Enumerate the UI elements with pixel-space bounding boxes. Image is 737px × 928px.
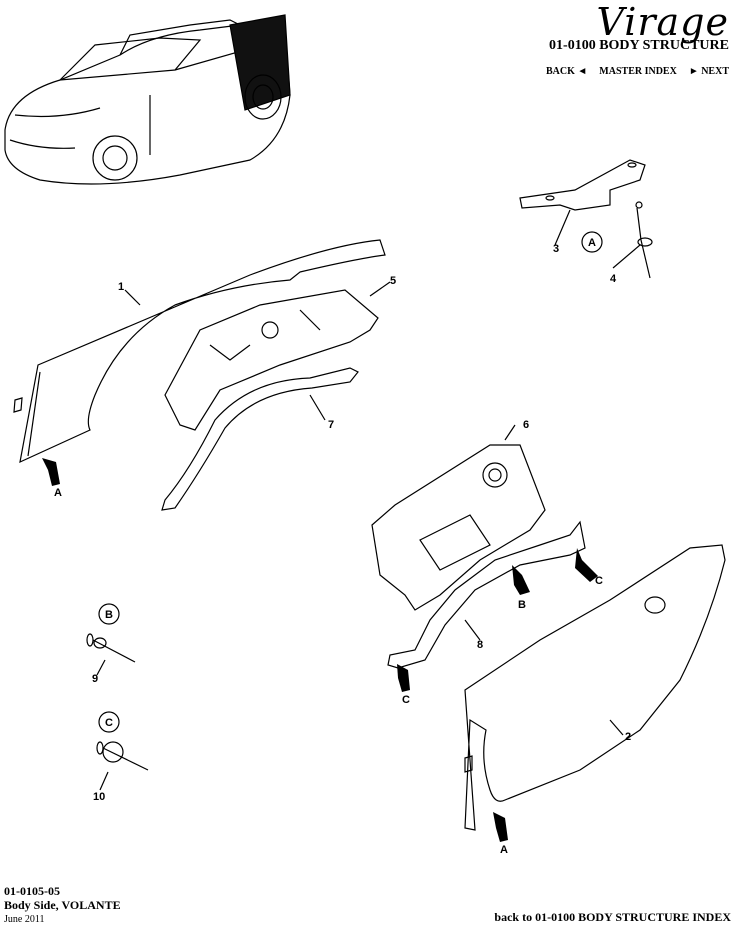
part-6-rear-inner — [371, 444, 546, 611]
arrow-c-top — [575, 548, 598, 582]
section-title: 01-0100 BODY STRUCTURE — [549, 38, 729, 53]
arrow-a-rear — [493, 812, 508, 842]
part-5-inner-structure — [164, 289, 379, 431]
back-link[interactable]: BACK ◄ — [546, 66, 588, 77]
arrow-c-top-label: C — [595, 575, 603, 587]
part-3-bracket — [519, 159, 646, 211]
callout-6: 6 — [523, 419, 529, 431]
back-to-index-link[interactable]: back to 01-0100 BODY STRUCTURE INDEX — [494, 910, 731, 924]
part-4-rivet — [635, 201, 653, 279]
footer-code: 01-0105-05 — [4, 884, 60, 898]
car-illustration — [4, 14, 291, 185]
arrow-c-bottom — [397, 664, 410, 692]
arrow-b — [512, 565, 530, 595]
part-10-rivet — [96, 741, 149, 771]
detail-b-label: B — [105, 609, 113, 621]
callout-1: 1 — [118, 281, 124, 293]
footer-name: Body Side, VOLANTE — [4, 898, 121, 912]
arrow-b-label: B — [518, 599, 526, 611]
callout-2: 2 — [625, 731, 631, 743]
arrow-a-front — [42, 458, 60, 486]
part-9-rivet — [86, 633, 136, 663]
callout-4: 4 — [610, 273, 617, 285]
callout-10: 10 — [93, 791, 105, 803]
callout-9: 9 — [92, 673, 98, 685]
arrow-c-bottom-label: C — [402, 694, 410, 706]
arrow-a-front-label: A — [54, 487, 62, 499]
detail-c-label: C — [105, 717, 113, 729]
part-1-front-wing — [13, 239, 386, 464]
footer-date: June 2011 — [4, 914, 45, 925]
navigation-bar: BACK ◄ MASTER INDEX ► NEXT — [546, 66, 729, 77]
master-index-link[interactable]: MASTER INDEX — [599, 66, 677, 77]
part-7-arch-strip — [161, 367, 359, 511]
callout-7: 7 — [328, 419, 334, 431]
brand-logo: Virage — [596, 0, 729, 44]
part-2-rear-quarter — [464, 544, 726, 831]
part-8-sill — [387, 520, 586, 669]
callout-3: 3 — [553, 243, 559, 255]
callout-8: 8 — [477, 639, 483, 651]
callout-5: 5 — [390, 275, 396, 287]
next-link[interactable]: ► NEXT — [688, 66, 729, 77]
arrow-a-rear-label: A — [500, 844, 508, 856]
detail-a-label: A — [588, 237, 596, 249]
